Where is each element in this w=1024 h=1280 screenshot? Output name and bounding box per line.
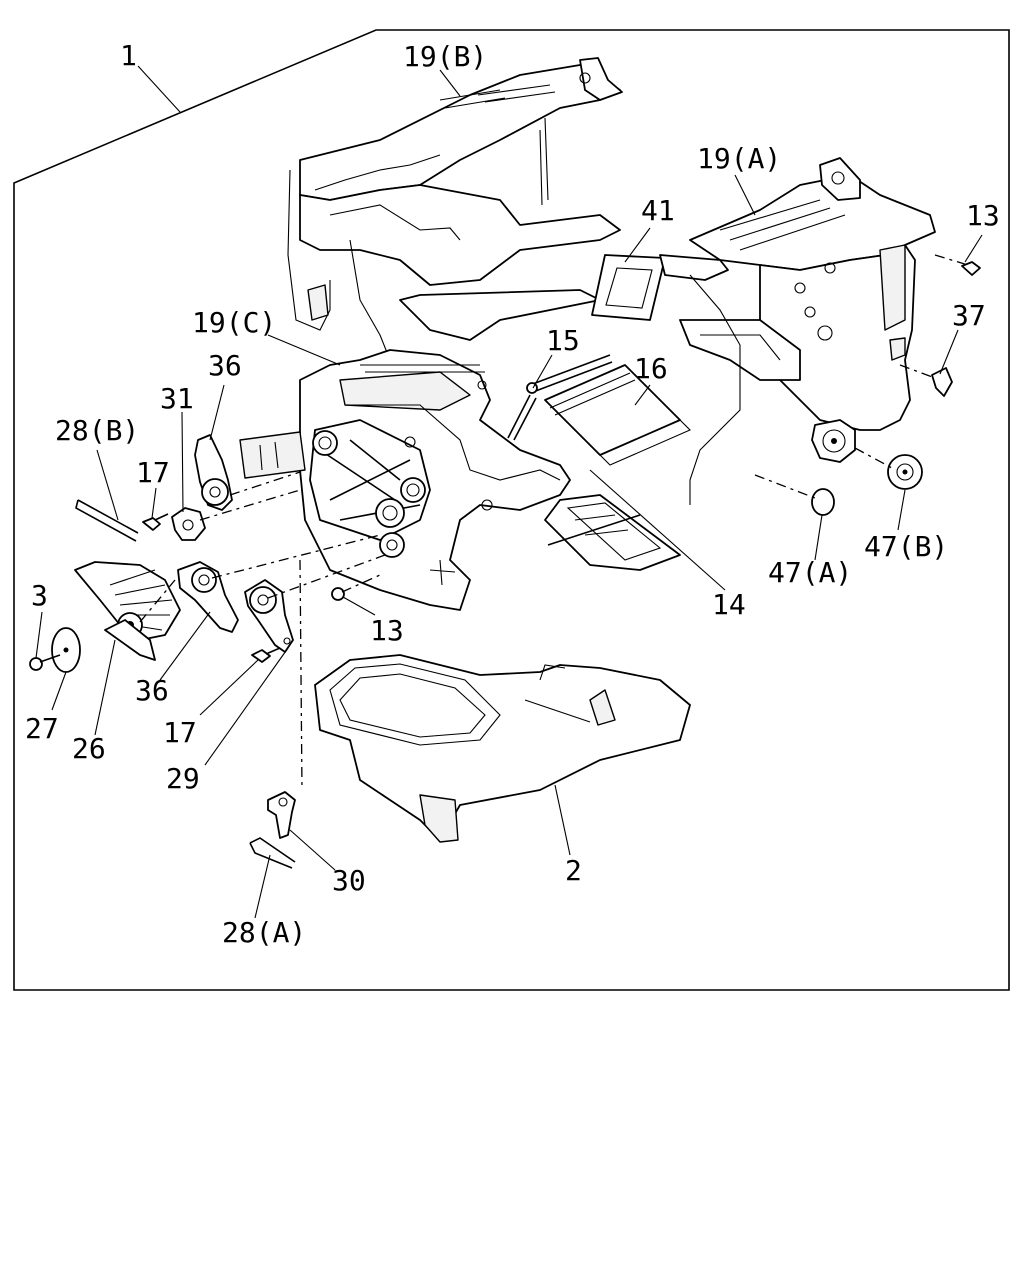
part-26-gear	[74, 561, 181, 661]
part-17-screw-lower	[251, 647, 281, 663]
part-28b-rod	[75, 499, 139, 542]
part-36-lever-upper	[194, 434, 233, 511]
label-part-17-lower: 17	[163, 716, 197, 749]
alignment-line-30	[299, 559, 303, 791]
label-part-28b: 28(B)	[55, 414, 139, 447]
label-part-31: 31	[160, 382, 194, 415]
part-19a-duct	[689, 157, 936, 463]
alignment-line-13-upper	[934, 254, 969, 266]
alignment-line-37	[899, 364, 936, 379]
part-47b-grommet	[887, 454, 923, 490]
alignment-line-lever-upper	[229, 471, 301, 496]
label-part-27: 27	[25, 712, 59, 745]
label-part-47b: 47(B)	[864, 530, 948, 563]
part-41-filter-frame	[591, 254, 801, 505]
label-part-17-upper: 17	[136, 456, 170, 489]
alignment-line-26	[139, 579, 176, 623]
alignment-line-29	[267, 554, 386, 599]
label-part-3: 3	[31, 579, 48, 612]
part-3-screw	[29, 654, 61, 671]
part-16-evaporator	[544, 364, 691, 466]
label-part-29: 29	[166, 762, 200, 795]
label-part-15: 15	[546, 324, 580, 357]
part-19c-heater-case	[239, 349, 571, 611]
part-15-shaft	[507, 354, 613, 441]
label-part-13-lower: 13	[370, 614, 404, 647]
part-19b-duct	[287, 57, 623, 361]
label-part-36-upper: 36	[208, 349, 242, 382]
label-part-19c: 19(C)	[192, 306, 276, 339]
label-part-13-upper: 13	[966, 199, 1000, 232]
alignment-line-lever-lower	[211, 534, 381, 579]
assembly-frame	[13, 29, 1010, 991]
label-part-19b: 19(B)	[403, 40, 487, 73]
alignment-line-31	[199, 489, 301, 521]
part-27-disc	[51, 627, 81, 673]
label-part-2: 2	[565, 854, 582, 887]
part-29-lever	[244, 579, 294, 653]
label-part-47a: 47(A)	[768, 556, 852, 589]
alignment-line-47b	[854, 447, 893, 469]
part-47a-seal	[811, 488, 835, 516]
label-part-1: 1	[120, 39, 137, 72]
part-2-lower-duct	[314, 654, 691, 843]
alignment-line-47a	[754, 474, 816, 499]
alignment-line-13-lower	[341, 574, 381, 593]
label-part-19a: 19(A)	[697, 142, 781, 175]
label-part-28a: 28(A)	[222, 916, 306, 949]
part-31-lever	[171, 507, 206, 541]
part-13-screw-lower	[331, 587, 345, 601]
part-13-screw-upper	[961, 261, 981, 276]
part-37-clip	[931, 367, 953, 397]
part-36-lever-lower	[177, 561, 239, 633]
label-part-26: 26	[72, 732, 106, 765]
label-part-41: 41	[641, 194, 675, 227]
label-part-37: 37	[952, 299, 986, 332]
part-17-screw-upper	[142, 513, 169, 531]
part-30-lever	[267, 791, 296, 839]
label-part-30: 30	[332, 864, 366, 897]
part-28a-rod	[249, 837, 296, 869]
label-part-16: 16	[634, 352, 668, 385]
label-part-14: 14	[712, 588, 746, 621]
part-14-door	[544, 494, 681, 571]
label-part-36-lower: 36	[135, 674, 169, 707]
leader-lines	[35, 65, 983, 919]
